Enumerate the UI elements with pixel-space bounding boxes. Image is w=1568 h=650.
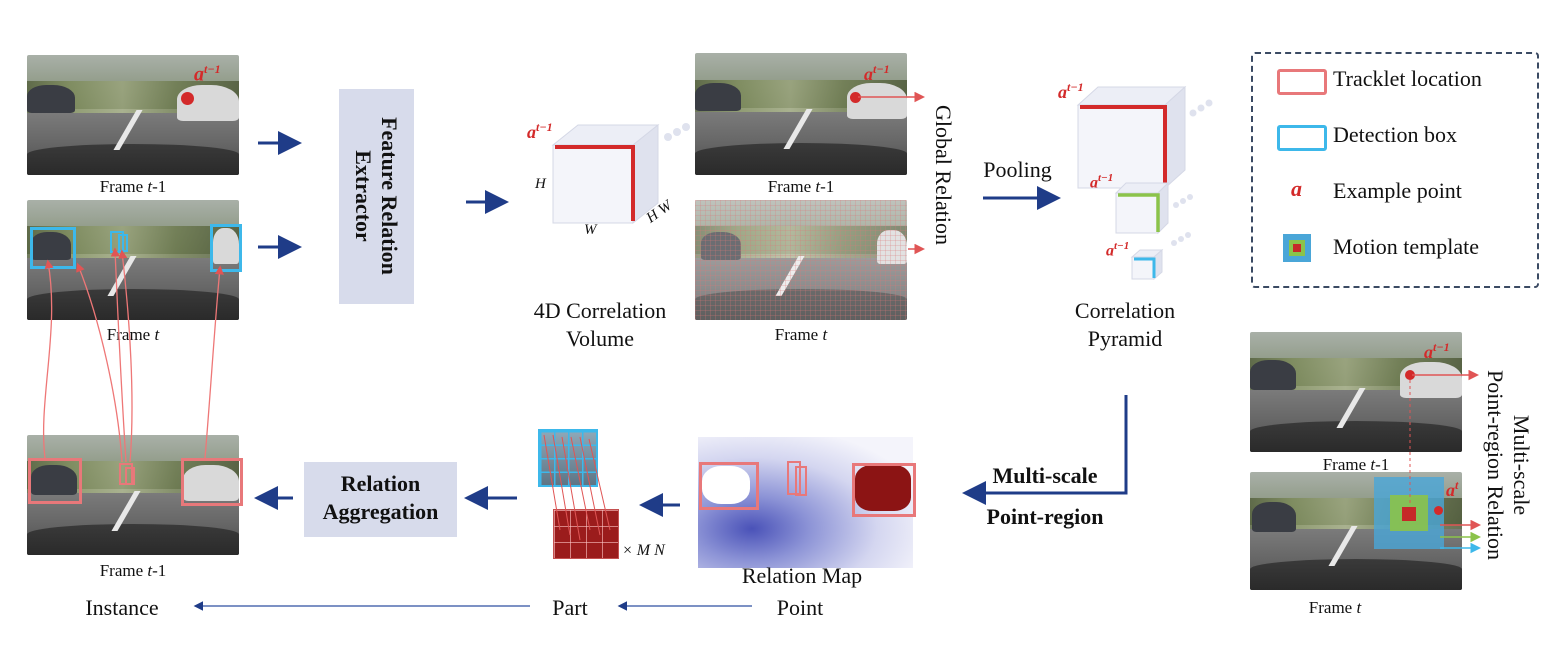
legend-tracklet-label: Tracklet location [1333,66,1482,91]
legend-swatch-point: a [1291,176,1302,201]
frame-prev-caption: Frame t-1 [99,177,167,196]
legend-motion-label: Motion template [1333,234,1480,259]
pyramid-point-label: at−1 [1058,80,1084,102]
detection-box [210,224,242,272]
multiscale-label: Multi-scale [992,463,1098,488]
correlation-pyramid [1076,85,1213,281]
right-cur-caption: Frame t [1308,598,1362,617]
correlation-volume [551,123,690,225]
motion-template [1374,477,1444,549]
point-marker [850,92,861,103]
tracklet-box [795,466,807,496]
tracklet-box [699,462,759,510]
global-prev-caption: Frame t-1 [767,177,835,196]
relation-map-label: Relation Map [741,563,863,588]
point-label-global: at−1 [864,62,890,84]
right-point-prev-label: at−1 [1424,340,1450,362]
volume-axis-w: W [584,222,597,238]
volume-point-label: at−1 [527,120,553,142]
legend-swatch-tracklet [1277,69,1327,95]
frame-cur-caption: Frame t [106,325,160,344]
global-cur-caption: Frame t [774,325,828,344]
frame-prev-image [27,55,239,175]
frame-cur-image [27,200,239,320]
legend-swatch-motion [1283,234,1311,262]
global-cur-image [695,200,907,320]
right-prev-caption: Frame t-1 [1322,455,1390,474]
legend: Tracklet location Detection box a Exampl… [1251,52,1539,288]
instance-label: Instance [85,595,159,620]
tracklet-box [852,463,916,517]
point-label-prev: at−1 [194,62,221,86]
legend-swatch-detection [1277,125,1327,151]
relation-aggregation-panel [304,462,457,537]
volume-axis-h: H [535,176,546,192]
tracklet-box [28,458,82,504]
point-label: Point [776,595,824,620]
tracklet-box [125,467,135,485]
right-point-cur-label: at [1446,478,1459,500]
tracklet-box [787,461,801,495]
pyramid-point-label: at−1 [1090,172,1114,192]
relation-map-blob [702,466,750,504]
grid-overlay [695,200,907,320]
feature-extractor-panel [339,89,414,304]
part-label: Part [552,595,588,620]
legend-point-label: Example point [1333,178,1462,203]
point-marker [181,92,194,105]
point-marker [1434,506,1443,515]
pooling-label: Pooling [983,157,1052,182]
point-marker [1405,370,1415,380]
point-region-label: Point-region [986,504,1104,529]
output-caption: Frame t-1 [99,561,167,580]
tracklet-box [181,458,243,506]
relation-map-blob [855,465,911,511]
times-mn-label: × M N [622,542,665,559]
pyramid-point-label: at−1 [1106,240,1130,260]
legend-detection-label: Detection box [1333,122,1458,147]
